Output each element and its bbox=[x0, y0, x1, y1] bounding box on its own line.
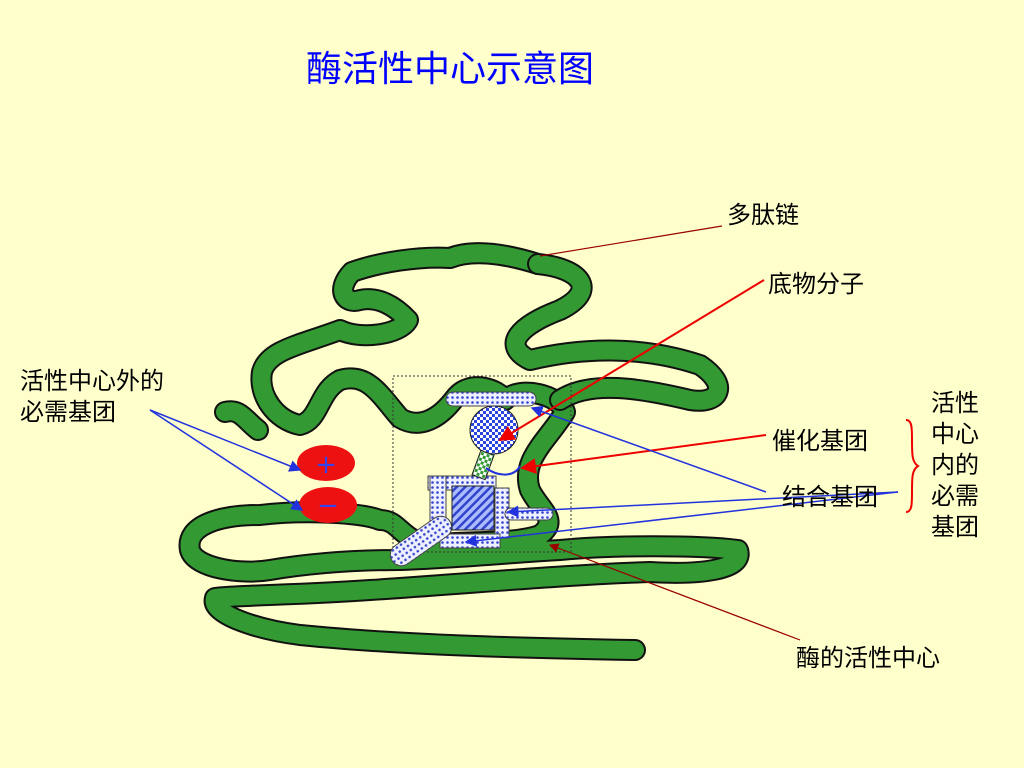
label-polypeptide: 多肽链 bbox=[727, 201, 799, 229]
minus-sign: − bbox=[317, 491, 339, 521]
plus-sign: + bbox=[315, 450, 337, 480]
label-catalytic-group: 催化基团 bbox=[772, 427, 868, 455]
inside-groups-line: 内的 bbox=[931, 451, 979, 479]
positive-group bbox=[297, 445, 355, 481]
label-inside-groups: 活性 中心 内的 必需 基团 bbox=[925, 388, 985, 543]
inside-groups-line: 中心 bbox=[931, 420, 979, 448]
curly-brace bbox=[905, 419, 920, 513]
page-title: 酶活性中心示意图 bbox=[305, 49, 594, 90]
label-substrate: 底物分子 bbox=[768, 270, 864, 298]
inside-groups-line: 基团 bbox=[931, 513, 979, 541]
active-center-box bbox=[392, 375, 572, 553]
substrate-molecule bbox=[451, 405, 521, 531]
negative-group bbox=[299, 487, 357, 523]
polypeptide-chain bbox=[178, 242, 750, 661]
label-active-center: 酶的活性中心 bbox=[796, 644, 940, 672]
label-outside-groups-2: 必需基团 bbox=[20, 398, 116, 426]
leader-lines bbox=[149, 225, 899, 641]
inside-groups-line: 活性 bbox=[931, 389, 979, 417]
label-binding-group: 结合基团 bbox=[782, 483, 878, 511]
inside-groups-line: 必需 bbox=[931, 482, 979, 510]
charged-groups: + − bbox=[297, 445, 357, 523]
label-outside-groups-1: 活性中心外的 bbox=[20, 367, 164, 395]
